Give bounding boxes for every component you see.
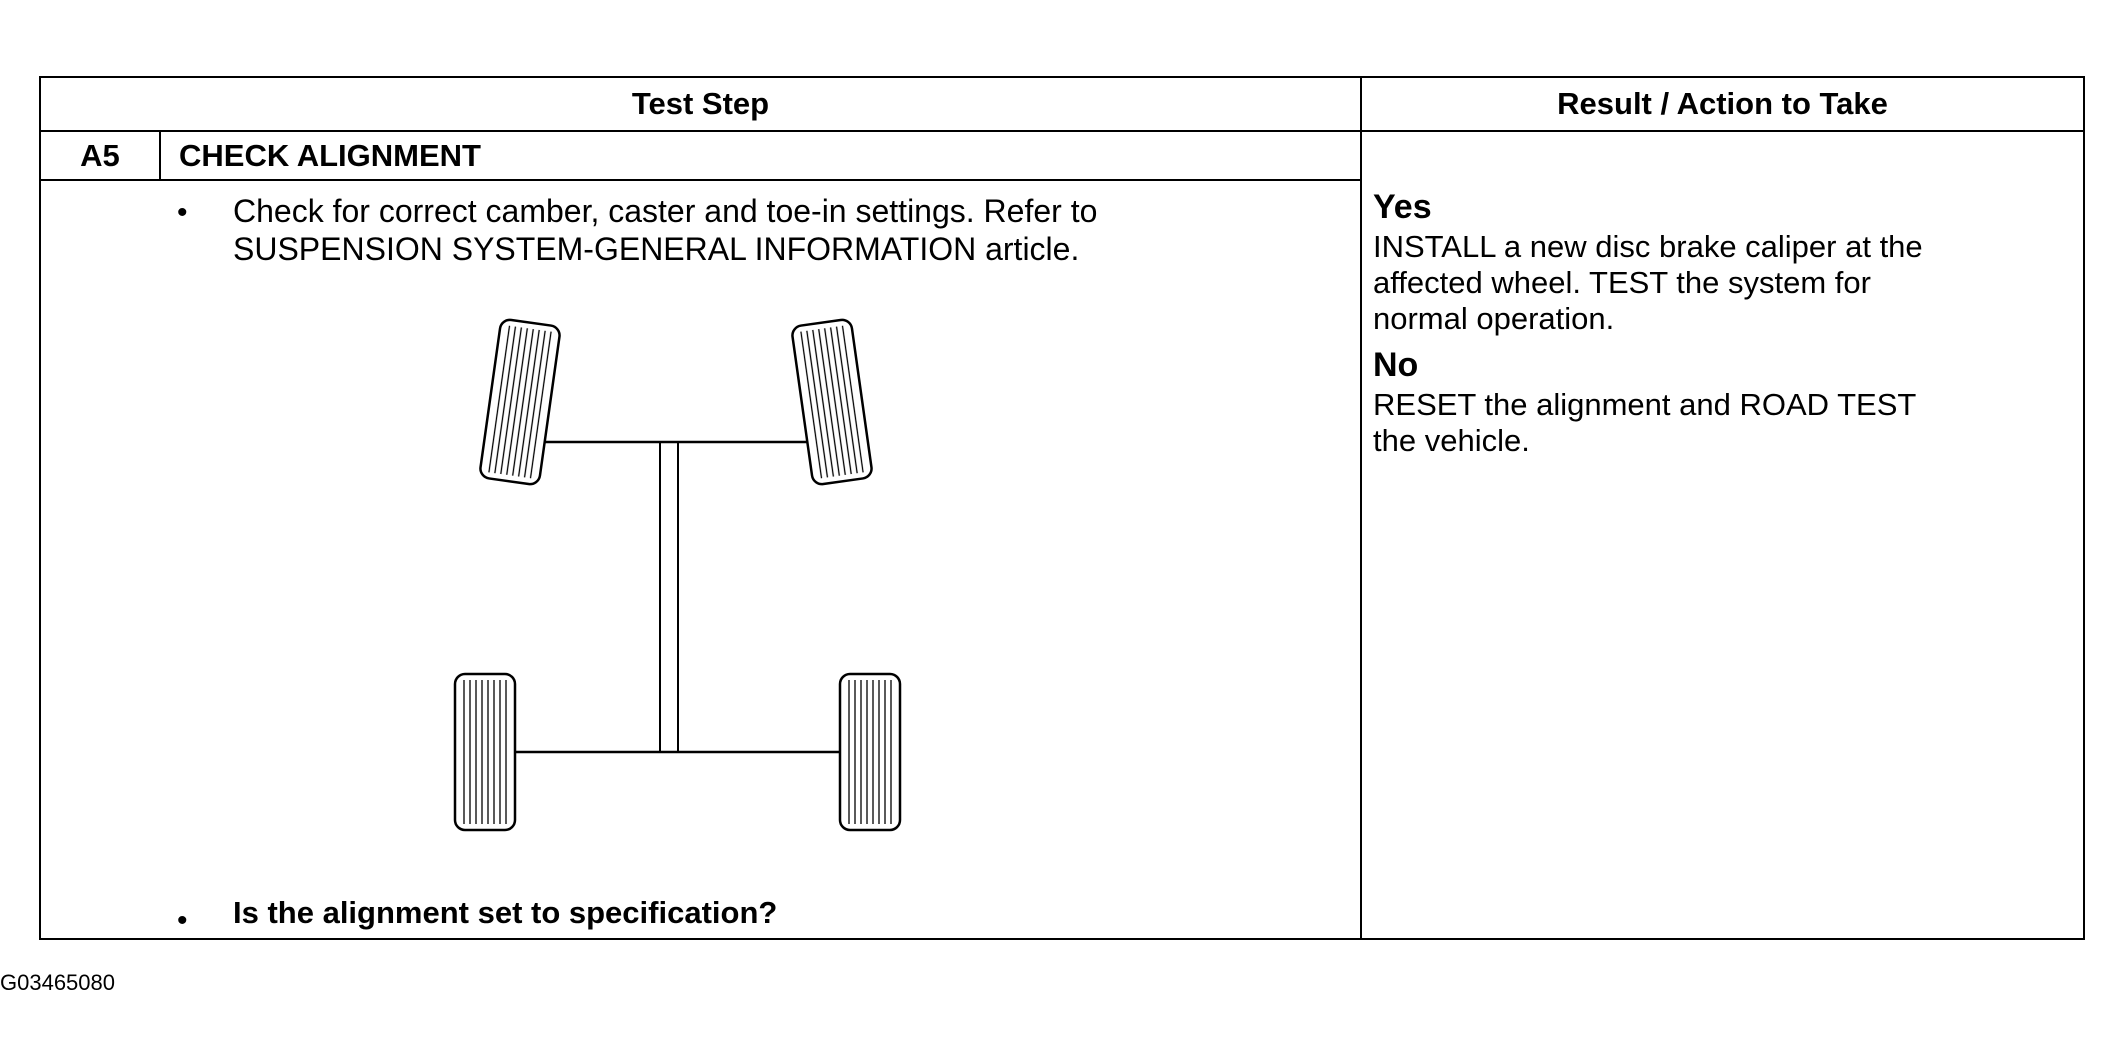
no-label: No: [1373, 346, 1419, 384]
instruction-line-1: Check for correct camber, caster and toe…: [233, 193, 1098, 229]
alignment-diagram: [453, 318, 902, 832]
alignment-question: Is the alignment set to specification?: [233, 895, 778, 930]
column-divider: [1360, 78, 1362, 938]
header-result-action: Result / Action to Take: [1557, 86, 1888, 121]
rear-left-wheel: [453, 672, 517, 832]
yes-action-line-2: affected wheel. TEST the system for: [1373, 265, 1871, 300]
step-id: A5: [80, 138, 120, 173]
instruction-line-2: SUSPENSION SYSTEM-GENERAL INFORMATION ar…: [233, 231, 1080, 267]
step-title-divider: [41, 179, 1360, 181]
yes-action-line-1: INSTALL a new disc brake caliper at the: [1373, 229, 1923, 264]
yes-action-line-3: normal operation.: [1373, 301, 1615, 336]
bullet-marker: •: [177, 904, 188, 937]
front-left-wheel: [479, 318, 561, 486]
header-divider: [41, 130, 2083, 132]
rear-right-wheel: [838, 672, 902, 832]
header-test-step: Test Step: [631, 86, 770, 121]
no-action-line-2: the vehicle.: [1373, 423, 1530, 458]
step-title: CHECK ALIGNMENT: [179, 138, 481, 173]
test-step-table: Test Step Result / Action to Take A5 CHE…: [39, 76, 2085, 940]
no-action-line-1: RESET the alignment and ROAD TEST: [1373, 387, 1917, 422]
front-right-wheel: [791, 318, 873, 486]
figure-code: G03465080: [0, 970, 115, 995]
chassis: [514, 440, 840, 754]
yes-label: Yes: [1373, 188, 1432, 226]
step-id-divider: [159, 130, 161, 180]
bullet-marker: •: [177, 196, 188, 229]
